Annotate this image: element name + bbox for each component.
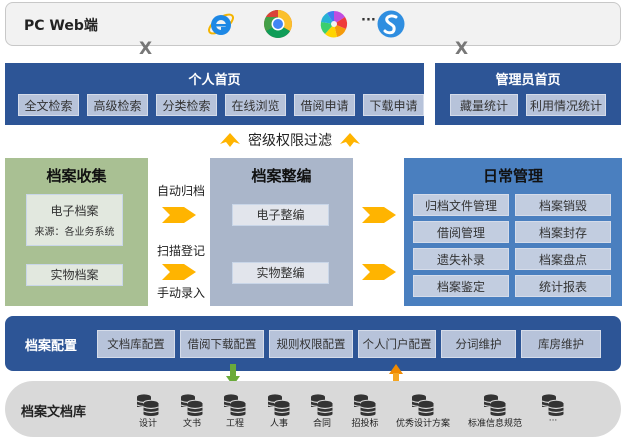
link-connector-icon: X xyxy=(139,39,153,59)
online-browse-button[interactable]: 在线浏览 xyxy=(225,94,286,116)
db-item-standards[interactable]: 标准信息规范 xyxy=(465,394,525,429)
holdings-stats-button[interactable]: 藏量统计 xyxy=(450,94,518,116)
database-icon xyxy=(267,394,290,416)
borrow-request-button[interactable]: 借阅申请 xyxy=(294,94,355,116)
database-icon xyxy=(136,394,159,416)
physical-arrange-box[interactable]: 实物整编 xyxy=(232,262,329,284)
electronic-arrange-box[interactable]: 电子整编 xyxy=(232,204,329,226)
db-item-label: 人事 xyxy=(269,419,288,429)
up-arrow-icon xyxy=(340,133,360,147)
borrow-download-config-button[interactable]: 借阅下载配置 xyxy=(180,330,264,358)
right-arrow-icon xyxy=(162,264,196,280)
electronic-archive-source: 来源：各业务系统 xyxy=(34,227,115,238)
db-item-bidding[interactable]: 招投标 xyxy=(335,394,395,429)
daily-title: 日常管理 xyxy=(482,167,543,185)
storeroom-button[interactable]: 库房维护 xyxy=(521,330,601,358)
archive-seal-button[interactable]: 档案封存 xyxy=(515,221,611,243)
ie-icon xyxy=(208,13,234,35)
collect-title: 档案收集 xyxy=(46,167,107,185)
right-arrow-icon xyxy=(362,264,396,280)
db-item-design[interactable]: 设计 xyxy=(118,394,178,429)
download-request-button[interactable]: 下载申请 xyxy=(363,94,424,116)
database-icon xyxy=(180,394,203,416)
archive-inventory-button[interactable]: 档案盘点 xyxy=(515,248,611,270)
up-arrow-orange-icon xyxy=(389,364,403,386)
electronic-archive-box[interactable]: 电子档案 来源：各业务系统 xyxy=(26,194,123,246)
security-filter: 密级权限过滤 xyxy=(220,128,380,152)
auto-archive-label: 自动归档 xyxy=(157,184,206,198)
database-icon xyxy=(483,394,506,416)
word-segment-button[interactable]: 分词维护 xyxy=(441,330,516,358)
filter-label: 密级权限过滤 xyxy=(248,133,332,149)
database-icon xyxy=(353,394,376,416)
db-item-label: 设计 xyxy=(138,419,157,429)
doclib-config-button[interactable]: 文档库配置 xyxy=(97,330,175,358)
arrange-title: 档案整编 xyxy=(251,167,312,185)
archive-library-panel: 档案文档库 设计 文书 工程 人事 合同 招投标 优秀设计方案 标准信息规范 ··· xyxy=(5,381,621,437)
archive-appraisal-button[interactable]: 档案鉴定 xyxy=(413,275,509,297)
usage-stats-button[interactable]: 利用情况统计 xyxy=(526,94,606,116)
archive-destroy-button[interactable]: 档案销毁 xyxy=(515,194,611,216)
scan-register-label: 扫描登记 xyxy=(157,244,206,258)
category-search-button[interactable]: 分类检索 xyxy=(156,94,217,116)
database-icon xyxy=(223,394,246,416)
database-icon xyxy=(411,394,434,416)
db-item-label: 优秀设计方案 xyxy=(395,419,450,429)
db-item-more[interactable]: ··· xyxy=(523,394,583,426)
right-arrow-icon xyxy=(362,207,396,223)
360-browser-icon xyxy=(320,10,348,38)
db-item-label: 文书 xyxy=(182,419,201,429)
up-arrow-icon xyxy=(220,133,240,147)
db-item-label: 合同 xyxy=(312,419,331,429)
client-bar: PC Web端 ··· xyxy=(5,2,621,46)
db-item-engineering[interactable]: 工程 xyxy=(205,394,265,429)
more-browsers: ··· xyxy=(361,13,376,28)
archive-arrange-panel: 档案整编 电子整编 实物整编 xyxy=(210,158,353,306)
archive-config-panel: 档案配置 文档库配置 借阅下载配置 规则权限配置 个人门户配置 分词维护 库房维… xyxy=(5,316,621,371)
admin-home-title: 管理员首页 xyxy=(495,73,561,88)
physical-archive-box[interactable]: 实物档案 xyxy=(26,264,123,286)
archive-file-mgmt-button[interactable]: 归档文件管理 xyxy=(413,194,509,216)
admin-home-panel: 管理员首页 藏量统计 利用情况统计 xyxy=(435,63,621,125)
link-connector-icon: X xyxy=(455,39,469,59)
archive-collect-panel: 档案收集 电子档案 来源：各业务系统 实物档案 xyxy=(5,158,148,306)
rule-permission-config-button[interactable]: 规则权限配置 xyxy=(269,330,353,358)
sogou-browser-icon xyxy=(377,10,405,38)
database-icon xyxy=(541,394,564,416)
config-title: 档案配置 xyxy=(25,339,78,354)
right-arrow-icon xyxy=(162,207,196,223)
chrome-icon xyxy=(264,10,292,38)
manual-entry-label: 手动录入 xyxy=(157,286,206,300)
client-title: PC Web端 xyxy=(24,18,98,34)
library-title: 档案文档库 xyxy=(21,405,87,420)
daily-management-panel: 日常管理 归档文件管理 档案销毁 借阅管理 档案封存 遗失补录 档案盘点 档案鉴… xyxy=(404,158,622,306)
lost-supplement-button[interactable]: 遗失补录 xyxy=(413,248,509,270)
db-item-contract[interactable]: 合同 xyxy=(292,394,352,429)
borrow-mgmt-button[interactable]: 借阅管理 xyxy=(413,221,509,243)
db-item-docs[interactable]: 文书 xyxy=(162,394,222,429)
stats-report-button[interactable]: 统计报表 xyxy=(515,275,611,297)
db-item-label: 标准信息规范 xyxy=(467,419,522,429)
db-item-hr[interactable]: 人事 xyxy=(249,394,309,429)
db-item-excellent-design[interactable]: 优秀设计方案 xyxy=(393,394,453,429)
db-item-label: 工程 xyxy=(225,419,244,429)
advanced-search-button[interactable]: 高级检索 xyxy=(87,94,148,116)
personal-home-title: 个人首页 xyxy=(188,73,241,88)
electronic-archive-label: 电子档案 xyxy=(50,204,99,218)
db-item-label: 招投标 xyxy=(351,419,379,429)
fulltext-search-button[interactable]: 全文检索 xyxy=(18,94,79,116)
personal-home-panel: 个人首页 全文检索 高级检索 分类检索 在线浏览 借阅申请 下载申请 xyxy=(5,63,424,125)
portal-config-button[interactable]: 个人门户配置 xyxy=(358,330,436,358)
db-item-label: ··· xyxy=(548,416,558,426)
database-icon xyxy=(310,394,333,416)
